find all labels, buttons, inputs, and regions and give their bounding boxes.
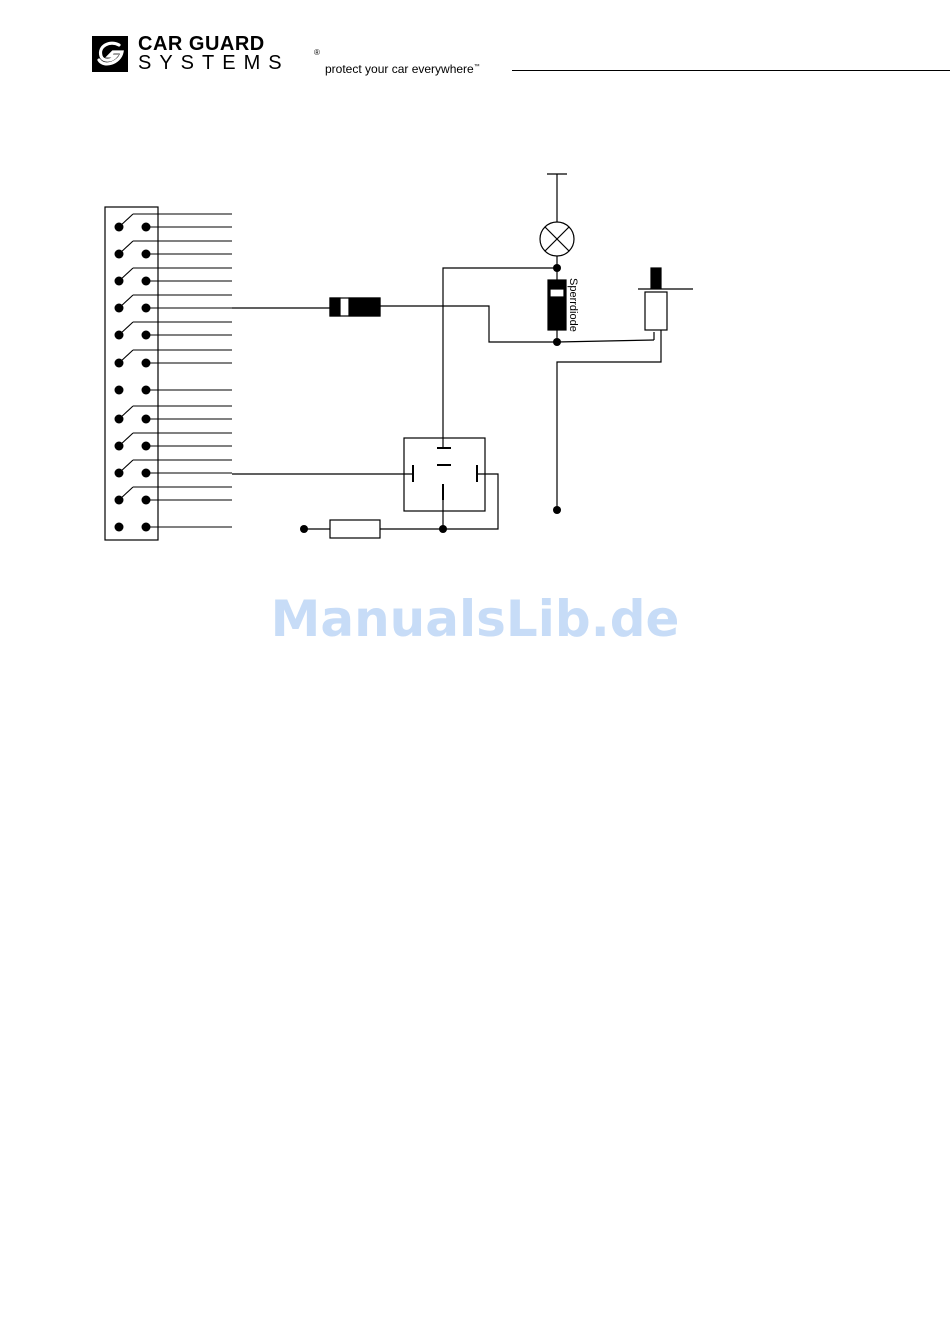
- lamp-icon: [540, 222, 574, 256]
- pin-left-7: [115, 386, 124, 395]
- pin-left-12: [115, 523, 124, 532]
- wire-relay-feed: [443, 268, 557, 448]
- junction-ground: [553, 506, 561, 514]
- pin-link-11: [119, 487, 133, 500]
- pin-link-8: [119, 406, 133, 419]
- junction-diode: [553, 338, 561, 346]
- door-switch-icon: [638, 268, 693, 330]
- pin-link-4: [119, 295, 133, 308]
- wire-to-switch: [557, 340, 654, 342]
- junction-relay: [439, 525, 447, 533]
- wire-switch-ground: [557, 330, 661, 510]
- junction-lamp: [553, 264, 561, 272]
- watermark: ManualsLib.de: [0, 590, 950, 648]
- pin-link-9: [119, 433, 133, 446]
- junction-fuse: [300, 525, 308, 533]
- wire-diode-right: [380, 306, 557, 342]
- wire-relay-right: [443, 474, 498, 529]
- pin-link-6: [119, 350, 133, 363]
- diode-label: Sperrdiode: [567, 278, 579, 332]
- connector-pins: [115, 214, 233, 532]
- pin-link-10: [119, 460, 133, 473]
- pin-link-1: [119, 214, 133, 227]
- pin-link-2: [119, 241, 133, 254]
- blocking-diode: [548, 280, 566, 330]
- pin-link-3: [119, 268, 133, 281]
- inline-diode: [330, 298, 380, 316]
- fuse-icon: [330, 520, 380, 538]
- pin-link-5: [119, 322, 133, 335]
- connector-block: [105, 207, 158, 540]
